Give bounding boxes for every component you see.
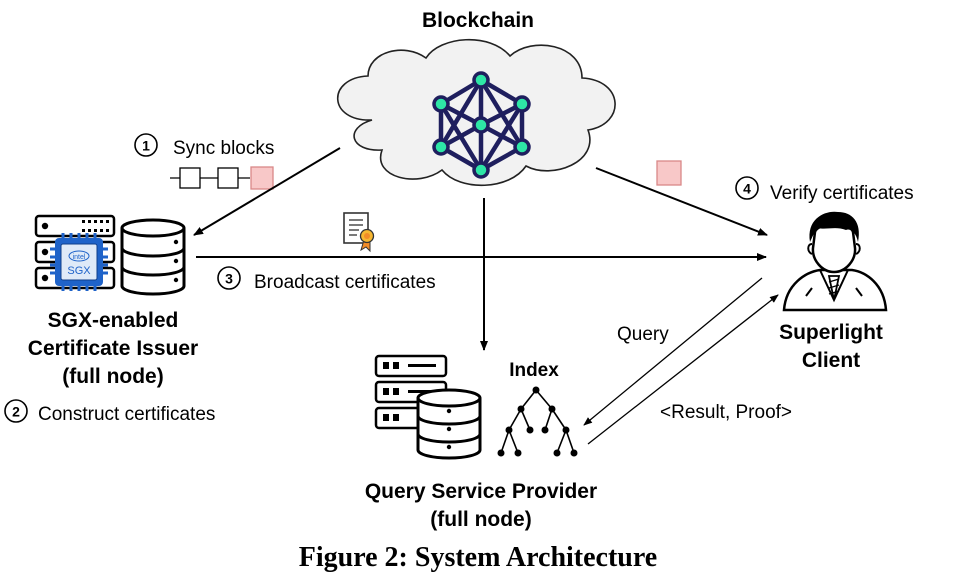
- step-1-badge: 1: [134, 133, 158, 157]
- provider-server-icon: [374, 354, 448, 430]
- blockchain-title: Blockchain: [422, 9, 534, 32]
- step-1-label: Sync blocks: [173, 138, 274, 159]
- blockchain-network-icon: [432, 71, 531, 179]
- issuer-name-line3: (full node): [62, 365, 163, 388]
- step-2-label: Construct certificates: [38, 404, 215, 425]
- step-4-label: Verify certificates: [770, 183, 914, 204]
- provider-name-line2: (full node): [430, 508, 531, 531]
- arrow-result-proof: [587, 294, 779, 445]
- step-2-badge: 2: [4, 399, 28, 423]
- block-chain-icon: [170, 166, 274, 190]
- svg-text:3: 3: [225, 271, 233, 287]
- svg-text:4: 4: [743, 181, 751, 197]
- issuer-name-line1: SGX-enabled: [48, 309, 179, 332]
- issuer-database-icon: [120, 218, 186, 296]
- arrow-chain-to-client: [595, 167, 768, 236]
- provider-name-line1: Query Service Provider: [365, 480, 597, 503]
- query-label: Query: [617, 324, 669, 345]
- chip-label-text: SGX: [67, 265, 91, 277]
- arrow-sync-to-issuer: [193, 147, 341, 236]
- client-person-icon: [782, 211, 888, 312]
- client-name-line2: Client: [802, 349, 860, 372]
- index-tree-icon: [497, 386, 578, 457]
- step-4-badge: 4: [735, 176, 759, 200]
- step-3-badge: 3: [217, 266, 241, 290]
- chip-brand-text: intel: [73, 254, 86, 261]
- figure-caption: Figure 2: System Architecture: [299, 542, 657, 573]
- blockchain-cloud-icon: [336, 38, 616, 187]
- certificate-icon: [343, 212, 375, 253]
- sgx-chip-icon: intel SGX: [50, 233, 108, 291]
- provider-database-icon: [416, 388, 482, 460]
- result-proof-label: <Result, Proof>: [660, 402, 792, 423]
- client-name-line1: Superlight: [779, 321, 883, 344]
- new-block-icon: [656, 160, 682, 186]
- index-label: Index: [509, 360, 559, 381]
- svg-text:1: 1: [142, 138, 150, 154]
- step-3-label: Broadcast certificates: [254, 272, 436, 293]
- arrow-query: [583, 277, 763, 426]
- issuer-name-line2: Certificate Issuer: [28, 337, 198, 360]
- svg-text:2: 2: [12, 404, 20, 420]
